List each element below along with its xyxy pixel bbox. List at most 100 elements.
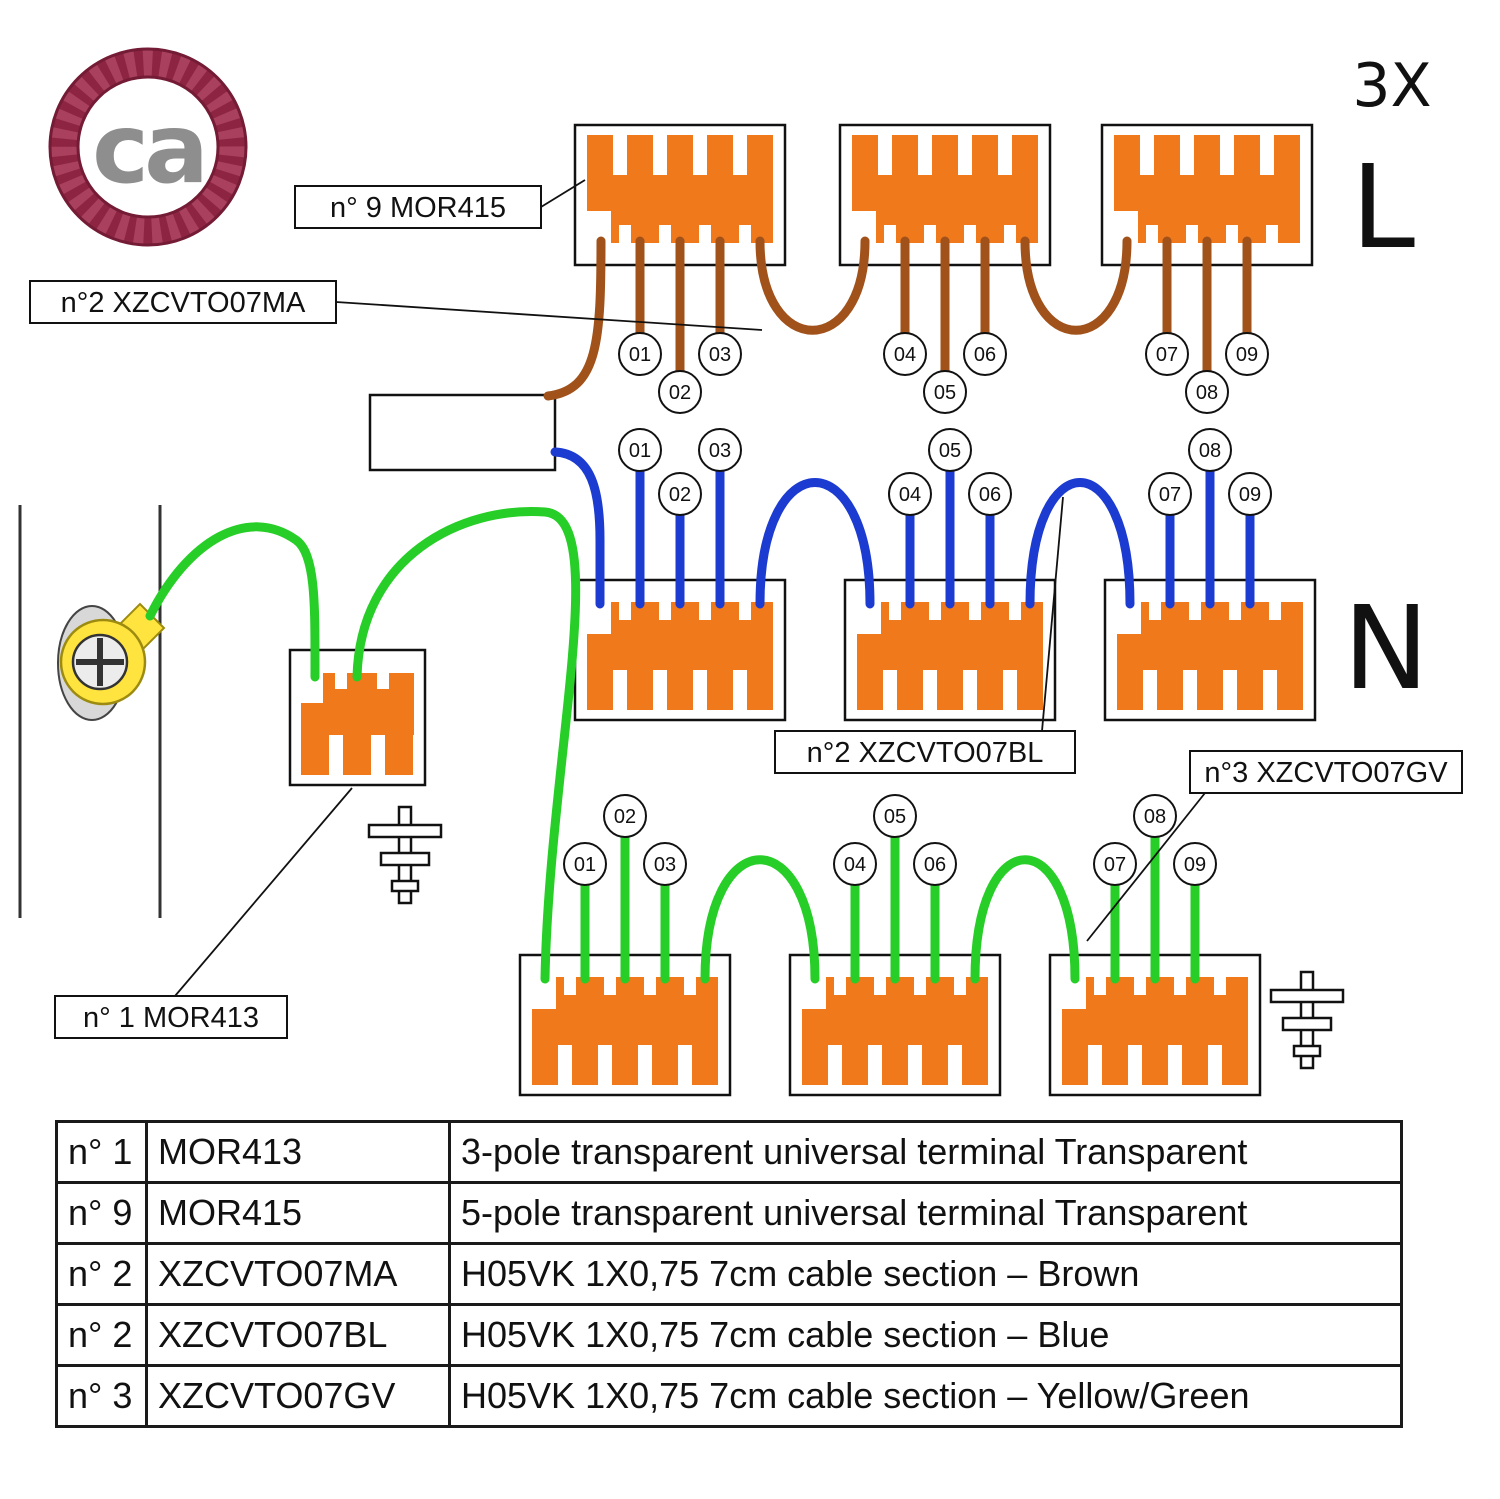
label-cable-brown: n°2 XZCVTO07MA [61, 287, 306, 319]
svg-text:02: 02 [669, 484, 691, 506]
spec-code: MOR415 [145, 1181, 451, 1245]
wire-markers-E: 01 02 03 04 05 06 07 08 09 [563, 794, 1217, 886]
wire-green-ring-feed [145, 522, 320, 682]
wire-marker-L-07: 07 [1145, 332, 1189, 376]
spec-row-1: n° 1 MOR413 3-pole transparent universal… [55, 1120, 1403, 1184]
green-wires [145, 507, 1200, 984]
svg-text:05: 05 [934, 382, 956, 404]
svg-text:07: 07 [1156, 344, 1178, 366]
wire-marker-L-02: 02 [658, 370, 702, 414]
wire-marker-N-08: 08 [1188, 428, 1232, 472]
wire-marker-E-02: 02 [603, 794, 647, 838]
wire-marker-E-01: 01 [563, 842, 607, 886]
svg-text:02: 02 [614, 806, 636, 828]
callout-labels: n° 9 MOR415 n°2 XZCVTO07MA n°2 XZCVTO07B… [29, 185, 1463, 1039]
logo-ring-inner-edge [76, 75, 220, 219]
leader-cable-blue [1041, 496, 1064, 732]
earth-symbol-left [367, 805, 443, 905]
label-box-cable-green [1189, 750, 1463, 794]
spec-code: XZCVTO07MA [145, 1242, 451, 1306]
label-mor415: n° 9 MOR415 [330, 192, 506, 224]
wire-brown-jumper-2 [1020, 236, 1132, 335]
svg-text:09: 09 [1184, 854, 1206, 876]
svg-text:06: 06 [974, 344, 996, 366]
spec-code: XZCVTO07BL [145, 1303, 451, 1367]
wire-marker-L-05: 05 [923, 370, 967, 414]
label-cable-blue: n°2 XZCVTO07BL [807, 737, 1044, 769]
spec-qty: n° 1 [55, 1120, 148, 1184]
line-live-label: L [1351, 141, 1415, 275]
leader-cable-green [1086, 792, 1206, 942]
svg-text:03: 03 [709, 440, 731, 462]
spec-desc: H05VK 1X0,75 7cm cable section – Blue [448, 1303, 1403, 1367]
spec-row-2: n° 9 MOR415 5-pole transparent universal… [55, 1181, 1403, 1245]
wire-markers-N: 01 02 03 04 05 06 07 08 09 [618, 428, 1272, 516]
wire-green-jumper-1 [700, 855, 820, 984]
wire-blue-jumper-2 [1025, 478, 1135, 609]
leader-cable-brown [335, 301, 763, 331]
leader-lines [174, 179, 1206, 997]
svg-text:03: 03 [709, 344, 731, 366]
wire-marker-E-05: 05 [873, 794, 917, 838]
blue-wires [550, 447, 1255, 609]
wire-marker-L-01: 01 [618, 332, 662, 376]
earth-symbol-right [1269, 970, 1345, 1070]
svg-text:08: 08 [1199, 440, 1221, 462]
svg-text:03: 03 [654, 854, 676, 876]
wire-marker-N-03: 03 [698, 428, 742, 472]
svg-text:07: 07 [1104, 854, 1126, 876]
leader-mor415 [540, 179, 586, 208]
wire-marker-L-08: 08 [1185, 370, 1229, 414]
label-cable-green: n°3 XZCVTO07GV [1204, 757, 1448, 789]
svg-text:04: 04 [844, 854, 866, 876]
wire-marker-E-04: 04 [833, 842, 877, 886]
wire-marker-N-04: 04 [888, 472, 932, 516]
svg-text:07: 07 [1159, 484, 1181, 506]
wire-marker-E-09: 09 [1173, 842, 1217, 886]
wire-green-jumper-2 [970, 855, 1080, 984]
brown-wires [543, 236, 1252, 401]
wire-marker-E-08: 08 [1133, 794, 1177, 838]
svg-text:05: 05 [939, 440, 961, 462]
wire-markers-L: 01 02 03 04 05 06 07 08 09 [618, 332, 1269, 414]
svg-text:01: 01 [629, 344, 651, 366]
svg-text:06: 06 [979, 484, 1001, 506]
wire-marker-E-03: 03 [643, 842, 687, 886]
spec-code: XZCVTO07GV [145, 1364, 451, 1428]
wire-blue-jumper-1 [755, 478, 875, 609]
brand-logo: ca [48, 47, 248, 247]
svg-text:01: 01 [629, 440, 651, 462]
svg-text:08: 08 [1196, 382, 1218, 404]
wire-green-long-feed [352, 507, 581, 984]
label-box-cable-brown [29, 280, 337, 324]
wire-marker-L-04: 04 [883, 332, 927, 376]
svg-text:04: 04 [899, 484, 921, 506]
wire-marker-N-07: 07 [1148, 472, 1192, 516]
spec-desc: H05VK 1X0,75 7cm cable section – Brown [448, 1242, 1403, 1306]
spec-qty: n° 2 [55, 1242, 148, 1306]
wire-marker-N-01: 01 [618, 428, 662, 472]
leader-mor413 [174, 787, 353, 997]
logo-ring-outer-edge [48, 47, 248, 247]
svg-text:09: 09 [1236, 344, 1258, 366]
spec-qty: n° 9 [55, 1181, 148, 1245]
spec-desc: 3-pole transparent universal terminal Tr… [448, 1120, 1403, 1184]
spec-row-4: n° 2 XZCVTO07BL H05VK 1X0,75 7cm cable s… [55, 1303, 1403, 1367]
svg-text:05: 05 [884, 806, 906, 828]
logo-rope-texture [50, 49, 246, 245]
label-box-mor415 [294, 185, 542, 229]
spec-row-3: n° 2 XZCVTO07MA H05VK 1X0,75 7cm cable s… [55, 1242, 1403, 1306]
svg-text:01: 01 [574, 854, 596, 876]
wire-marker-N-02: 02 [658, 472, 702, 516]
wire-blue-feed [550, 447, 605, 609]
spec-code: MOR413 [145, 1120, 451, 1184]
power-feed-box [368, 393, 557, 472]
wire-marker-E-07: 07 [1093, 842, 1137, 886]
svg-text:08: 08 [1144, 806, 1166, 828]
spec-desc: 5-pole transparent universal terminal Tr… [448, 1181, 1403, 1245]
wire-marker-N-09: 09 [1228, 472, 1272, 516]
svg-text:02: 02 [669, 382, 691, 404]
spec-qty: n° 3 [55, 1364, 148, 1428]
wire-marker-L-09: 09 [1225, 332, 1269, 376]
